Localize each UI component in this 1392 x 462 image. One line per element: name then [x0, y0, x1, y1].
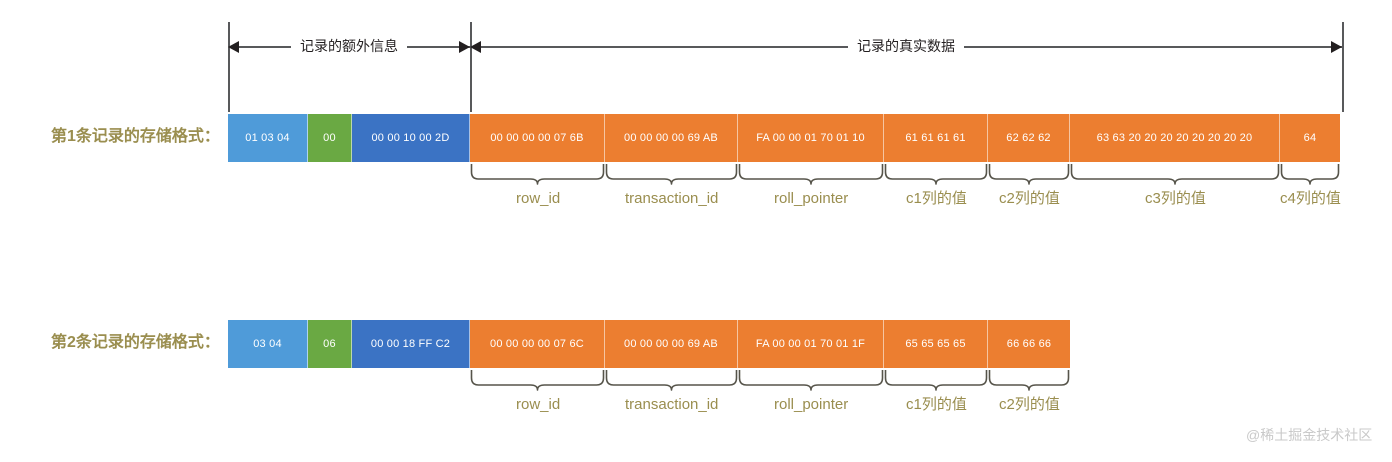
field-brace — [988, 164, 1070, 185]
field-brace — [605, 370, 738, 391]
field-label: c4列的值 — [1280, 190, 1341, 207]
field-label: c3列的值 — [1145, 190, 1206, 207]
byte-cell: FA 00 00 01 70 01 1F — [738, 320, 884, 368]
byte-cell: 00 00 00 00 69 AB — [605, 320, 738, 368]
field-brace — [605, 164, 738, 185]
byte-cell: 00 00 10 00 2D — [352, 114, 470, 162]
extra-info-end-rule — [470, 22, 472, 112]
byte-cell: 65 65 65 65 — [884, 320, 988, 368]
real-data-end-rule — [1342, 22, 1344, 112]
watermark: @稀土掘金技术社区 — [1246, 427, 1373, 443]
field-label: c2列的值 — [999, 190, 1060, 207]
byte-cell: 00 00 00 00 07 6C — [470, 320, 605, 368]
field-brace — [470, 164, 605, 185]
byte-cell: 01 03 04 — [228, 114, 308, 162]
byte-cell: 63 63 20 20 20 20 20 20 20 20 — [1070, 114, 1280, 162]
field-label: row_id — [516, 190, 561, 207]
byte-cell: 00 — [308, 114, 352, 162]
byte-cell: 06 — [308, 320, 352, 368]
byte-cell: 00 00 00 00 69 AB — [605, 114, 738, 162]
byte-cell: 62 62 62 — [988, 114, 1070, 162]
extra-info-label: 记录的额外信息 — [291, 38, 407, 54]
field-label: roll_pointer — [774, 396, 849, 413]
real-data-arrow-left — [470, 41, 481, 53]
field-label: transaction_id — [625, 190, 719, 207]
field-brace — [988, 370, 1070, 391]
row-label: 第1条记录的存储格式： — [51, 128, 220, 145]
extra-info-start-rule — [228, 22, 230, 112]
extra-info-arrow-right — [459, 41, 470, 53]
real-data-label: 记录的真实数据 — [848, 38, 964, 54]
field-label: c1列的值 — [906, 190, 967, 207]
byte-cell: 66 66 66 — [988, 320, 1070, 368]
byte-cell: 03 04 — [228, 320, 308, 368]
field-brace — [1280, 164, 1340, 185]
field-label: transaction_id — [625, 396, 719, 413]
field-brace — [738, 164, 884, 185]
field-label: roll_pointer — [774, 190, 849, 207]
field-label: c2列的值 — [999, 396, 1060, 413]
byte-cell: 64 — [1280, 114, 1340, 162]
field-brace — [470, 370, 605, 391]
field-brace — [884, 164, 988, 185]
field-label: row_id — [516, 396, 561, 413]
real-data-arrow-right — [1331, 41, 1342, 53]
byte-cell: FA 00 00 01 70 01 10 — [738, 114, 884, 162]
field-brace — [738, 370, 884, 391]
row-label: 第2条记录的存储格式： — [51, 334, 220, 351]
field-brace — [1070, 164, 1280, 185]
extra-info-arrow-left — [228, 41, 239, 53]
field-label: c1列的值 — [906, 396, 967, 413]
byte-cell: 00 00 18 FF C2 — [352, 320, 470, 368]
field-brace — [884, 370, 988, 391]
byte-cell: 61 61 61 61 — [884, 114, 988, 162]
byte-cell: 00 00 00 00 07 6B — [470, 114, 605, 162]
